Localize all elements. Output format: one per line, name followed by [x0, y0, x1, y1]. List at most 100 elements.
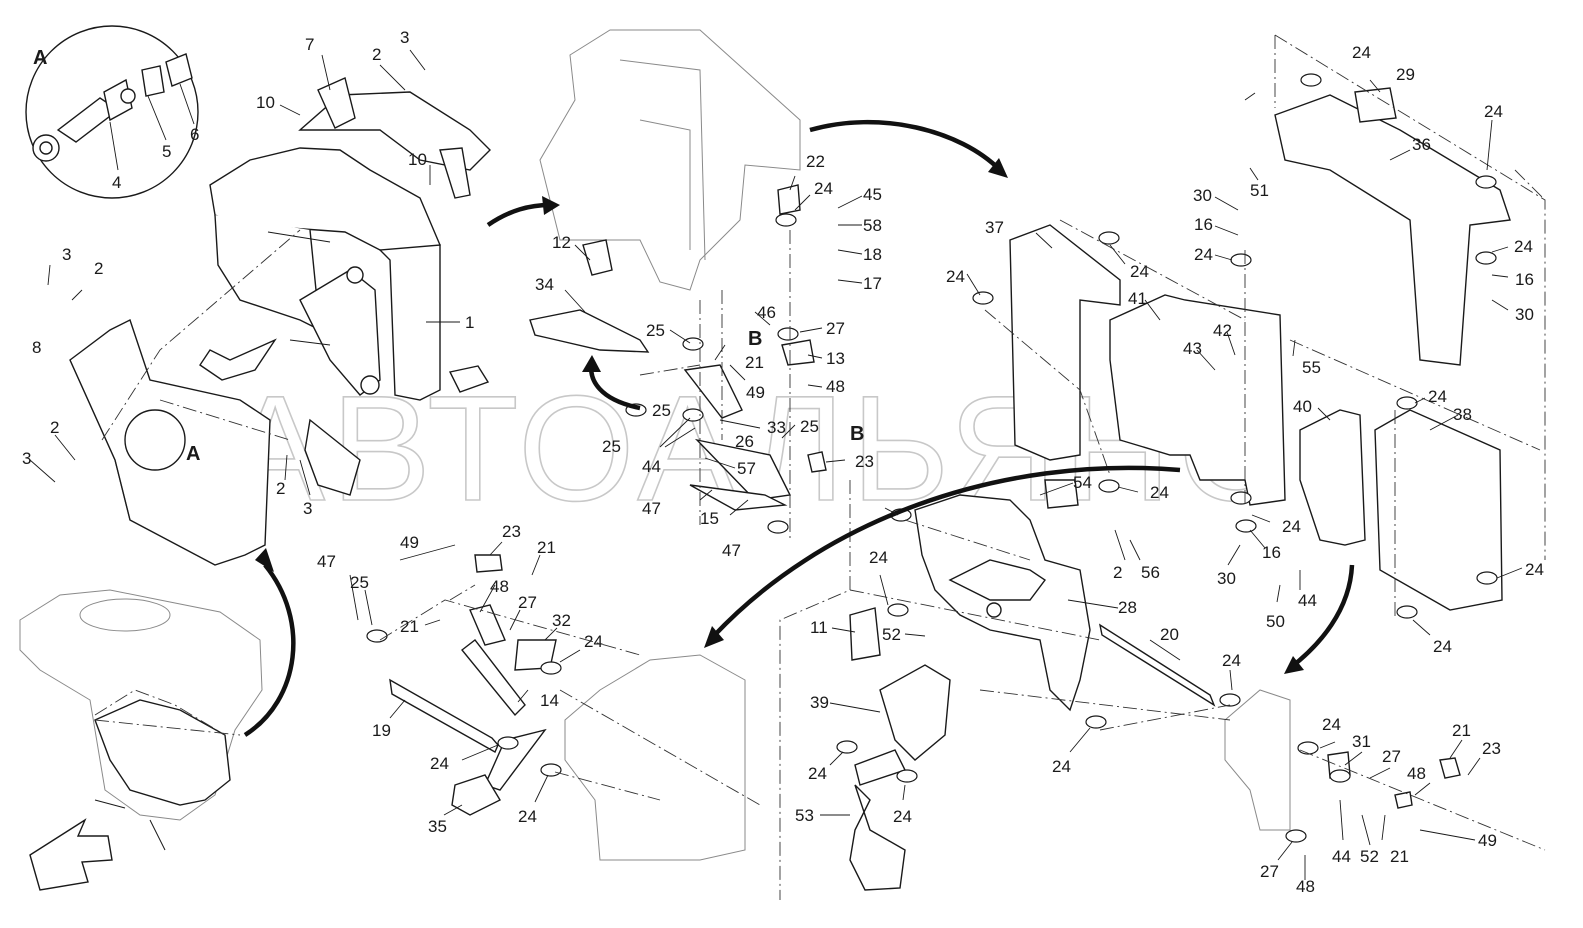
label-16: 16 [1515, 270, 1534, 289]
label-39: 39 [810, 693, 829, 712]
detail-a-group [25, 25, 199, 199]
label-10: 10 [408, 150, 427, 169]
center-frame [539, 29, 801, 291]
label-48: 48 [826, 377, 845, 396]
label-3: 3 [400, 28, 409, 47]
label-2: 2 [94, 259, 103, 278]
label-30: 30 [1193, 186, 1212, 205]
label-12: 12 [552, 233, 571, 252]
label-24: 24 [1222, 651, 1241, 670]
label-17: 17 [863, 274, 882, 293]
label-20: 20 [1160, 625, 1179, 644]
label-28: 28 [1118, 598, 1137, 617]
label-21: 21 [1390, 847, 1409, 866]
washer-set [366, 73, 1498, 843]
pedal-bracket-assembly [199, 77, 491, 496]
label-16: 16 [1262, 543, 1281, 562]
label-57: 57 [737, 459, 756, 478]
flow-arrows [243, 119, 1355, 737]
label-1: 1 [465, 313, 474, 332]
callout-A2: A [186, 443, 200, 465]
label-33: 33 [767, 418, 786, 437]
label-22: 22 [806, 152, 825, 171]
label-47: 47 [642, 499, 661, 518]
label-31: 31 [1352, 732, 1371, 751]
label-24: 24 [946, 267, 965, 286]
pedal-cover [69, 319, 271, 566]
label-25: 25 [800, 417, 819, 436]
label-24: 24 [430, 754, 449, 773]
callout-B: B [748, 328, 762, 350]
label-2: 2 [276, 479, 285, 498]
label-29: 29 [1396, 65, 1415, 84]
label-3: 3 [22, 449, 31, 468]
label-11: 11 [810, 618, 828, 637]
label-24: 24 [1322, 715, 1341, 734]
label-23: 23 [1482, 739, 1501, 758]
view-direction-arrow [29, 818, 113, 891]
label-50: 50 [1266, 612, 1285, 631]
label-24: 24 [584, 632, 603, 651]
label-27: 27 [826, 319, 845, 338]
label-44: 44 [1332, 847, 1351, 866]
label-42: 42 [1213, 321, 1232, 340]
label-35: 35 [428, 817, 447, 836]
label-49: 49 [400, 533, 419, 552]
label-55: 55 [1302, 358, 1321, 377]
label-24: 24 [1150, 483, 1169, 502]
label-43: 43 [1183, 339, 1202, 358]
label-56: 56 [1141, 563, 1160, 582]
part-labels: A A B B 1 2 2 2 2 2 3 3 3 3 4 5 6 7 8 10… [22, 28, 1544, 896]
label-25: 25 [652, 401, 671, 420]
label-41: 41 [1128, 289, 1147, 308]
label-21: 21 [400, 617, 419, 636]
label-26: 26 [735, 432, 754, 451]
label-19: 19 [372, 721, 391, 740]
label-38: 38 [1453, 405, 1472, 424]
label-24: 24 [1525, 560, 1544, 579]
label-24: 24 [869, 548, 888, 567]
label-36: 36 [1412, 135, 1431, 154]
label-45: 45 [863, 185, 882, 204]
label-49: 49 [1478, 831, 1497, 850]
label-24: 24 [1130, 262, 1149, 281]
brake-pedal-group [389, 554, 557, 816]
label-8: 8 [32, 338, 41, 357]
label-24: 24 [1433, 637, 1452, 656]
label-24: 24 [1352, 43, 1371, 62]
label-52: 52 [882, 625, 901, 644]
lower-right-frame [1224, 689, 1291, 831]
label-24: 24 [1282, 517, 1301, 536]
label-24: 24 [1052, 757, 1071, 776]
tractor-overview [19, 589, 263, 851]
label-24: 24 [893, 807, 912, 826]
label-30: 30 [1217, 569, 1236, 588]
label-27: 27 [1382, 747, 1401, 766]
label-15: 15 [700, 509, 719, 528]
label-48: 48 [1296, 877, 1315, 896]
label-54: 54 [1073, 473, 1092, 492]
label-14: 14 [540, 691, 559, 710]
label-27: 27 [518, 593, 537, 612]
label-2: 2 [1113, 563, 1122, 582]
label-24: 24 [1484, 102, 1503, 121]
label-27: 27 [1260, 862, 1279, 881]
label-44: 44 [1298, 591, 1317, 610]
label-44: 44 [642, 457, 661, 476]
right-bracket-group [1009, 87, 1511, 611]
label-40: 40 [1293, 397, 1312, 416]
label-25: 25 [350, 573, 369, 592]
lower-left-frame [564, 654, 746, 861]
callout-B2: B [850, 423, 864, 445]
label-37: 37 [985, 218, 1004, 237]
label-48: 48 [490, 577, 509, 596]
label-13: 13 [826, 349, 845, 368]
label-21: 21 [1452, 721, 1471, 740]
label-48: 48 [1407, 764, 1426, 783]
label-32: 32 [552, 611, 571, 630]
label-21: 21 [537, 538, 556, 557]
callout-A: A [33, 47, 47, 69]
label-2: 2 [50, 418, 59, 437]
label-4: 4 [112, 173, 121, 192]
